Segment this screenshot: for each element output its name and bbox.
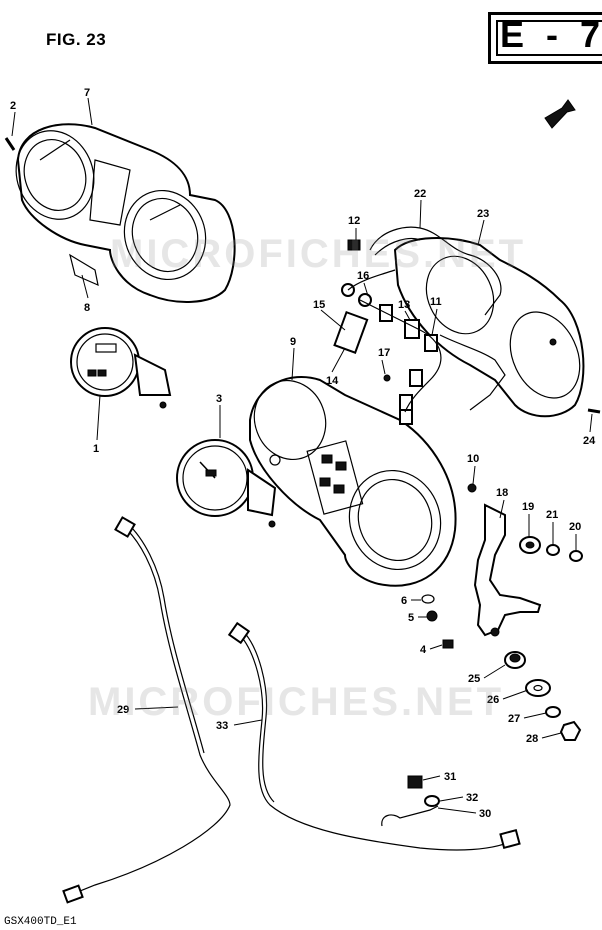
callout-21: 21 <box>546 509 558 521</box>
screw-part <box>4 137 16 151</box>
callout-32: 32 <box>466 792 478 804</box>
callout-15: 15 <box>313 299 325 311</box>
watermark-top: MICROFICHES.NET <box>110 232 527 276</box>
callout-30: 30 <box>479 808 491 820</box>
callout-6: 6 <box>401 595 407 607</box>
wiring-harness-part <box>369 226 506 411</box>
callout-labels: 2 7 8 1 3 9 14 15 16 12 17 13 11 22 23 2… <box>10 87 596 820</box>
tachometer-gauge-part <box>70 327 172 409</box>
callout-22: 22 <box>414 188 426 200</box>
callout-27: 27 <box>508 713 520 725</box>
callout-7: 7 <box>84 87 90 99</box>
callout-9: 9 <box>290 336 296 348</box>
lower-meter-case-part <box>249 375 457 587</box>
meter-case-part <box>15 123 236 303</box>
fastener-parts <box>383 374 477 649</box>
callout-2: 2 <box>10 100 16 112</box>
bulb-socket-cluster-part <box>333 269 442 425</box>
meter-bracket-part <box>473 503 542 637</box>
section-box <box>488 12 602 64</box>
callout-10: 10 <box>467 453 479 465</box>
tachometer-cable-part <box>62 516 231 904</box>
callout-1: 1 <box>93 443 99 455</box>
speedometer-gauge-part <box>176 439 277 528</box>
section-label: E - 7 <box>500 14 602 55</box>
watermark-bottom: MICROFICHES.NET <box>88 680 505 724</box>
callout-14: 14 <box>326 375 339 387</box>
callout-4: 4 <box>420 644 427 656</box>
callout-8: 8 <box>84 302 90 314</box>
callout-24: 24 <box>583 435 596 447</box>
leader-lines <box>11 97 593 814</box>
callout-17: 17 <box>378 347 390 359</box>
callout-16: 16 <box>357 270 369 282</box>
side-screw-part <box>587 408 601 414</box>
callout-28: 28 <box>526 733 538 745</box>
model-code: GSX400TD_E1 <box>4 916 77 928</box>
callout-29: 29 <box>117 704 129 716</box>
small-socket-part <box>347 239 361 251</box>
speedometer-cable-part <box>227 621 521 851</box>
callout-23: 23 <box>477 208 489 220</box>
cushion-washer-nut-stack-parts <box>504 651 582 741</box>
callout-26: 26 <box>487 694 499 706</box>
callout-11: 11 <box>430 296 442 308</box>
callout-3: 3 <box>216 393 222 405</box>
callout-18: 18 <box>496 487 508 499</box>
direction-arrow-icon <box>544 99 576 129</box>
callout-12: 12 <box>348 215 360 227</box>
callout-33: 33 <box>216 720 228 732</box>
cable-clamp-parts <box>381 775 440 827</box>
grommet-washer-nut-parts <box>519 536 583 562</box>
figure-title: FIG. 23 <box>46 30 107 49</box>
callout-5: 5 <box>408 612 414 624</box>
callout-25: 25 <box>468 673 480 685</box>
callout-20: 20 <box>569 521 581 533</box>
callout-31: 31 <box>444 771 456 783</box>
callout-19: 19 <box>522 501 534 513</box>
callout-13: 13 <box>398 299 410 311</box>
